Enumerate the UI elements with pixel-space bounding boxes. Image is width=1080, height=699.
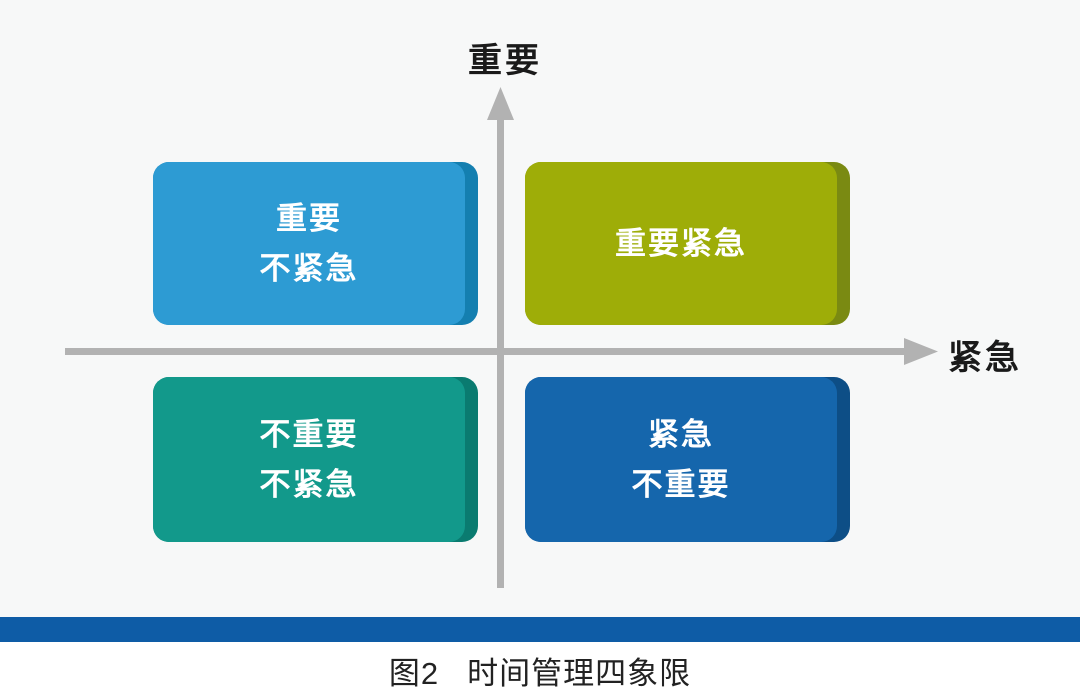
quadrant-important-not-urgent: 重要 不紧急 <box>153 162 478 325</box>
quadrant-label-line1: 重要 <box>276 200 342 236</box>
quadrant-face: 重要紧急 <box>525 162 837 325</box>
quadrant-label-line1: 重要紧急 <box>615 225 747 261</box>
quadrant-important-urgent: 重要紧急 <box>525 162 850 325</box>
figure-number: 图2 <box>388 656 440 691</box>
y-axis-label-important: 重要 <box>468 42 542 80</box>
divider-bar <box>0 617 1080 642</box>
quadrant-label-line1: 不重要 <box>259 416 359 452</box>
quadrant-face: 重要 不紧急 <box>153 162 465 325</box>
quadrant-not-important-not-urgent: 不重要 不紧急 <box>153 377 478 542</box>
quadrant-label-line1: 紧急 <box>648 416 714 452</box>
x-axis-label-urgent: 紧急 <box>948 339 1022 377</box>
figure-caption: 图2 时间管理四象限 <box>0 642 1080 699</box>
quadrant-label-line2: 不紧急 <box>259 466 359 502</box>
quadrant-urgent-not-important: 紧急 不重要 <box>525 377 850 542</box>
quadrant-face: 紧急 不重要 <box>525 377 837 542</box>
quadrant-face: 不重要 不紧急 <box>153 377 465 542</box>
quadrant-label-line2: 不紧急 <box>259 250 359 286</box>
quadrant-label-line2: 不重要 <box>631 466 731 502</box>
x-axis-line <box>65 348 906 355</box>
figure-title: 时间管理四象限 <box>467 656 692 691</box>
